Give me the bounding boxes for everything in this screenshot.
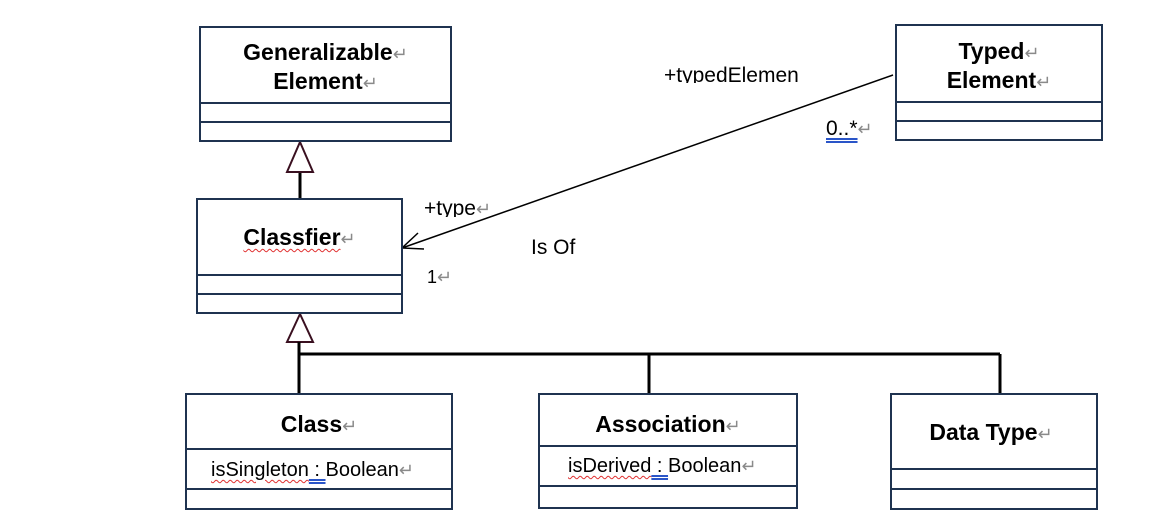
paragraph-mark: ↵ [362,73,378,93]
role-label-classifier: +type↵ [424,197,491,217]
paragraph-mark: ↵ [475,199,492,217]
multiplicity-value-many: 0..* [826,117,858,140]
class-box-class: Class↵ isSingleton : Boolean↵ [185,393,453,510]
attribute-compartment [201,104,450,123]
paragraph-mark: ↵ [1037,424,1053,444]
attribute-name-isderived: isDerived [568,455,652,477]
operation-compartment [201,123,450,140]
attribute-name-issingleton: isSingleton [211,459,309,481]
attribute-compartment: isSingleton : Boolean↵ [187,450,451,490]
class-name-typed-line1: Typed [958,38,1025,64]
class-box-data-type: Data Type↵ [890,393,1098,510]
paragraph-mark: ↵ [857,119,873,139]
paragraph-mark: ↵ [725,416,741,436]
class-box-generalizable-element: Generalizable↵ Element↵ [199,26,452,142]
operation-compartment [897,122,1101,139]
attribute-compartment [892,470,1096,490]
operation-compartment [198,295,401,312]
class-box-association: Association↵ isDerived : Boolean↵ [538,393,798,509]
operation-compartment [187,490,451,508]
attribute-compartment [897,103,1101,122]
multiplicity-label-typed-element: 0..*↵ [826,117,873,141]
paragraph-mark: ↵ [1036,72,1052,92]
multiplicity-value-one: 1 [427,267,438,287]
paragraph-mark: ↵ [1024,43,1040,63]
paragraph-mark: ↵ [398,460,415,480]
attribute-separator: : [651,455,669,477]
attribute-compartment [198,276,401,295]
class-name-typed-line2: Element [946,67,1037,93]
generalization-arrowhead-top [285,139,315,173]
paragraph-mark: ↵ [741,456,757,476]
attribute-separator: : [308,459,326,481]
attribute-type-boolean: Boolean [325,459,399,481]
role-value-type: +type [424,197,476,217]
class-name-generalizable-line2: Element [273,68,363,94]
class-box-typed-element: Typed↵ Element↵ [895,24,1103,141]
association-name-label: Is Of [531,236,576,259]
class-name-class: Class [280,411,343,437]
class-box-classifier: Classfier↵ [196,198,403,314]
multiplicity-label-classifier: 1↵ [427,265,452,289]
paragraph-mark: ↵ [392,44,408,64]
class-name-data-type: Data Type [929,419,1038,445]
paragraph-mark: ↵ [340,229,356,249]
attribute-compartment: isDerived : Boolean↵ [540,447,796,487]
generalization-arrowhead-bottom [285,311,315,343]
class-name-generalizable-line1: Generalizable [243,39,393,65]
role-label-typed-element: +typedElemen [664,64,799,83]
operation-compartment [892,490,1096,508]
paragraph-mark: ↵ [342,416,358,436]
paragraph-mark: ↵ [437,267,453,287]
attribute-type-boolean: Boolean [668,455,742,477]
association-line-is-of [401,74,894,249]
operation-compartment [540,487,796,507]
class-name-association: Association [595,411,726,437]
class-name-classifier: Classfier [243,224,341,250]
